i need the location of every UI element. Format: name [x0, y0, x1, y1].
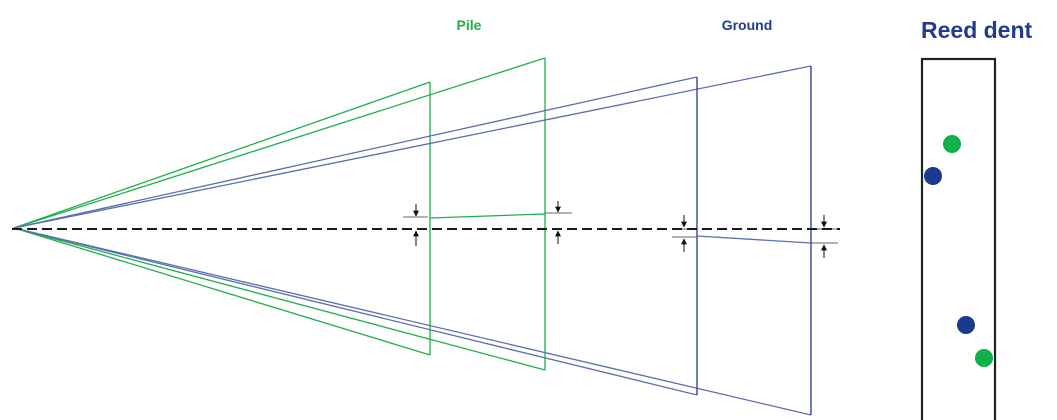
reed-dent-blue-dot-lower	[957, 316, 975, 334]
ground-lower-line-2	[13, 227, 812, 416]
pile-lower-line-1	[13, 227, 431, 356]
pile-lower-line-2	[13, 227, 546, 371]
pile-warp-lines	[13, 57, 546, 371]
reed-dent-title: Reed dent	[921, 17, 1033, 43]
reed-dent-frame	[920, 57, 997, 420]
ground-label: Ground	[722, 17, 773, 33]
pile-label: Pile	[457, 17, 482, 33]
reed-dent-green-dot-upper	[943, 135, 961, 153]
reed-dent-blue-dot-upper	[924, 167, 942, 185]
ground-upper-line-1	[13, 76, 698, 229]
ground-warp-lines	[13, 65, 812, 416]
ground-upper-line-2	[13, 65, 812, 229]
pile-upper-line-1	[13, 81, 431, 229]
pile-upper-line-2	[13, 57, 546, 229]
dimension-arrows	[413, 201, 827, 258]
reed-dent-green-dot-lower	[975, 349, 993, 367]
ground-level-line	[696, 235, 812, 244]
ground-lower-line-1	[13, 227, 698, 396]
pile-level-line	[429, 213, 546, 219]
